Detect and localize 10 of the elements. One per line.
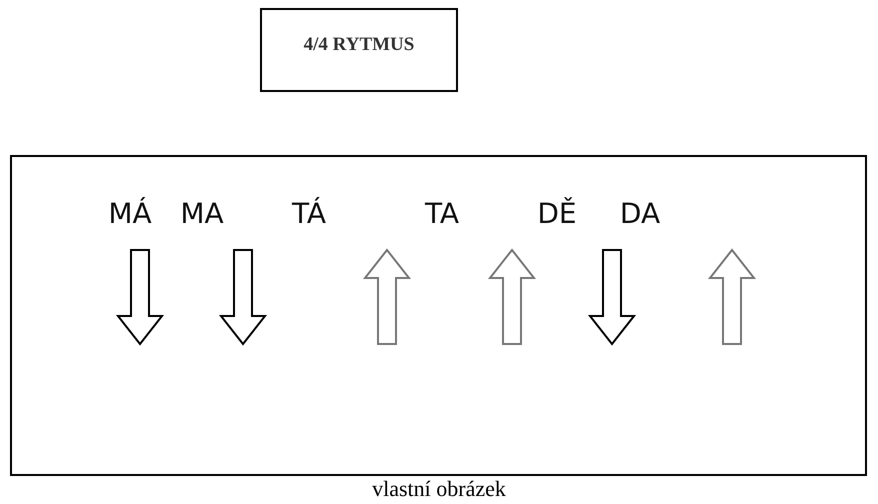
syllable-label: DA: [620, 197, 660, 230]
syllable-label: MA: [180, 197, 224, 230]
caption: vlastní obrázek: [371, 476, 507, 502]
syllable-label: TÁ: [292, 197, 326, 230]
title-text: 4/4 RYTMUS: [302, 34, 416, 56]
syllable-label: TA: [424, 197, 460, 230]
syllable-label: DĚ: [537, 197, 577, 230]
title-box: [260, 8, 458, 92]
rhythm-panel: [10, 155, 867, 476]
syllable-label: MÁ: [108, 197, 152, 230]
